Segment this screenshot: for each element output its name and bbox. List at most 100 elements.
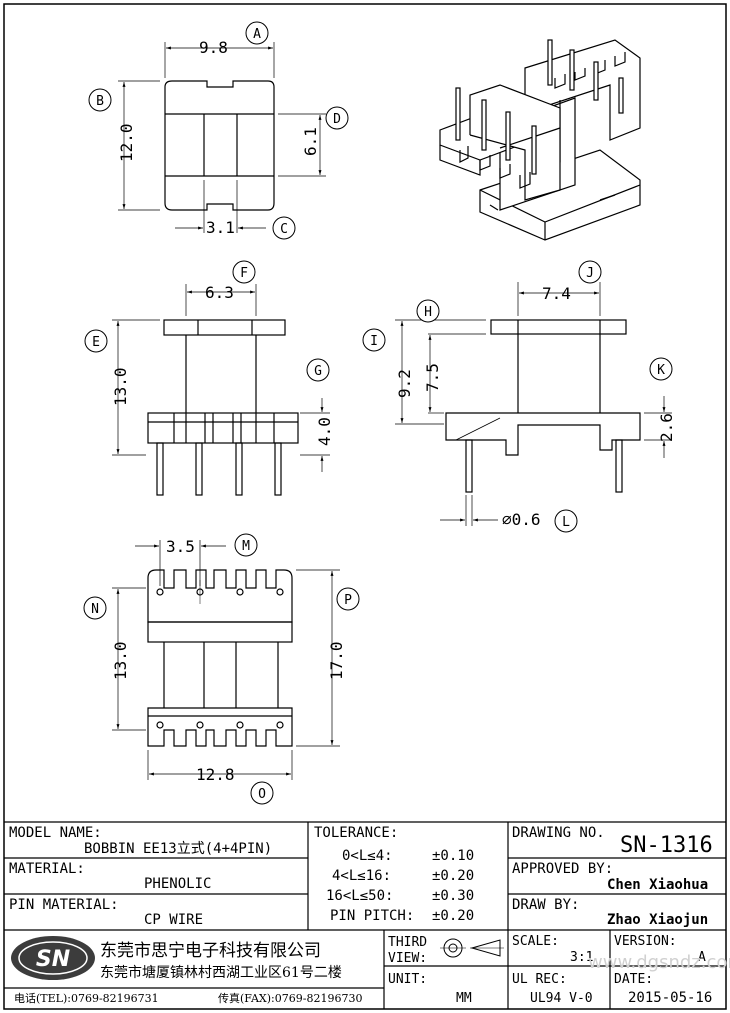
dim-b-value: 12.0 bbox=[117, 123, 136, 162]
dim-h-value: 7.5 bbox=[423, 363, 442, 392]
tolerance-value-3: ±0.30 bbox=[432, 888, 474, 904]
svg-text:J: J bbox=[586, 266, 594, 281]
dim-j-value: 7.4 bbox=[542, 284, 571, 303]
svg-text:L: L bbox=[562, 515, 570, 530]
ul-rec-label: UL REC: bbox=[512, 972, 567, 987]
tolerance-range-2: 4<L≤16: bbox=[332, 868, 391, 884]
company-address: 东莞市塘厦镇林村西湖工业区61号二楼 bbox=[100, 964, 342, 981]
tolerance-label: TOLERANCE: bbox=[314, 825, 398, 841]
draw-by-value: Zhao Xiaojun bbox=[607, 912, 708, 928]
svg-text:O: O bbox=[258, 787, 266, 802]
scale-value: 3:1 bbox=[570, 950, 593, 965]
callout-c: C bbox=[272, 216, 296, 240]
callout-f: F bbox=[232, 260, 256, 284]
svg-text:C: C bbox=[280, 222, 288, 237]
third-view-label-2: VIEW: bbox=[388, 951, 427, 966]
callout-d: D bbox=[325, 106, 349, 130]
svg-text:K: K bbox=[657, 363, 665, 378]
title-block-text: MODEL NAME: BOBBIN EE13立式(4+4PIN) MATERI… bbox=[9, 825, 713, 928]
version-label: VERSION: bbox=[614, 934, 677, 949]
svg-text:N: N bbox=[91, 602, 99, 617]
ul-rec-value: UL94 V-0 bbox=[530, 991, 593, 1006]
callout-p: P bbox=[336, 587, 360, 611]
third-view-label-1: THIRD bbox=[388, 935, 427, 950]
svg-text:H: H bbox=[424, 305, 432, 320]
dim-p-value: 17.0 bbox=[327, 641, 346, 680]
material-value: PHENOLIC bbox=[144, 876, 211, 892]
pin-material-label: PIN MATERIAL: bbox=[9, 897, 119, 913]
svg-text:M: M bbox=[242, 539, 250, 554]
top-view bbox=[118, 42, 326, 233]
callout-e: E bbox=[84, 329, 108, 353]
title-block bbox=[4, 821, 726, 1009]
svg-text:SN: SN bbox=[36, 947, 70, 972]
svg-text:I: I bbox=[370, 334, 378, 349]
model-name-label: MODEL NAME: bbox=[9, 825, 102, 841]
dim-k-value: 2.6 bbox=[657, 413, 676, 442]
date-value: 2015-05-16 bbox=[628, 990, 712, 1006]
callout-h: H bbox=[416, 299, 440, 323]
svg-text:A: A bbox=[253, 27, 261, 42]
isometric-view bbox=[439, 39, 641, 241]
dim-c-value: 3.1 bbox=[206, 218, 235, 237]
dim-e-value: 13.0 bbox=[111, 367, 130, 406]
dim-l-value: ⌀0.6 bbox=[502, 510, 541, 529]
svg-text:B: B bbox=[96, 94, 104, 109]
side-view bbox=[395, 282, 672, 526]
approved-by-label: APPROVED BY: bbox=[512, 861, 613, 877]
callout-b: B bbox=[88, 88, 112, 112]
svg-text:F: F bbox=[240, 266, 248, 281]
tolerance-value-4: ±0.20 bbox=[432, 908, 474, 924]
unit-value: MM bbox=[456, 991, 472, 1006]
tolerance-range-3: 16<L≤50: bbox=[326, 888, 393, 904]
dim-a-value: 9.8 bbox=[199, 38, 228, 57]
svg-text:G: G bbox=[314, 364, 322, 379]
drawing-no-value: SN-1316 bbox=[620, 833, 713, 858]
third-angle-projection-icon bbox=[440, 938, 504, 958]
dim-f-value: 6.3 bbox=[205, 283, 234, 302]
dimension-labels: 9.8 12.0 3.1 6.1 13.0 6.3 4.0 7.5 9.2 7.… bbox=[111, 38, 676, 784]
drawing-no-label: DRAWING NO. bbox=[512, 825, 605, 841]
company-logo: SN bbox=[11, 936, 95, 980]
bottom-view bbox=[112, 540, 340, 780]
callout-g: G bbox=[306, 358, 330, 382]
model-name-value: BOBBIN EE13立式(4+4PIN) bbox=[84, 841, 272, 857]
draw-by-label: DRAW BY: bbox=[512, 897, 579, 913]
tolerance-range-4: PIN PITCH: bbox=[330, 908, 414, 924]
date-label: DATE: bbox=[614, 972, 653, 987]
svg-text:P: P bbox=[344, 593, 352, 608]
dim-o-value: 12.8 bbox=[196, 765, 235, 784]
company-name: 东莞市思宁电子科技有限公司 bbox=[100, 941, 321, 961]
tolerance-value-1: ±0.10 bbox=[432, 848, 474, 864]
svg-text:E: E bbox=[92, 335, 100, 350]
dim-g-value: 4.0 bbox=[315, 417, 334, 446]
dim-d-value: 6.1 bbox=[301, 127, 320, 156]
approved-by-value: Chen Xiaohua bbox=[607, 877, 708, 893]
tolerance-value-2: ±0.20 bbox=[432, 868, 474, 884]
dim-i-value: 9.2 bbox=[395, 369, 414, 398]
material-label: MATERIAL: bbox=[9, 861, 85, 877]
unit-label: UNIT: bbox=[388, 972, 427, 987]
scale-label: SCALE: bbox=[512, 934, 559, 949]
dim-m-value: 3.5 bbox=[166, 537, 195, 556]
callout-i: I bbox=[362, 328, 386, 352]
watermark: www.dgsndz.com bbox=[588, 952, 730, 973]
version-value: A bbox=[698, 950, 706, 965]
pin-material-value: CP WIRE bbox=[144, 912, 203, 928]
callout-bubbles: A B C D E F G H I J K L M N O P bbox=[83, 21, 673, 805]
callout-k: K bbox=[649, 357, 673, 381]
svg-text:D: D bbox=[333, 112, 341, 127]
company-phone: 电话(TEL):0769-82196731 bbox=[14, 992, 159, 1005]
company-fax: 传真(FAX):0769-82196730 bbox=[218, 991, 362, 1005]
callout-m: M bbox=[234, 533, 258, 557]
callout-l: L bbox=[554, 509, 578, 533]
front-view bbox=[112, 284, 330, 496]
callout-o: O bbox=[250, 781, 274, 805]
callout-j: J bbox=[578, 260, 602, 284]
tolerance-range-1: 0<L≤4: bbox=[342, 848, 393, 864]
callout-a: A bbox=[245, 21, 269, 45]
dim-n-value: 13.0 bbox=[111, 641, 130, 680]
sheet-border bbox=[3, 3, 727, 1010]
callout-n: N bbox=[83, 596, 107, 620]
